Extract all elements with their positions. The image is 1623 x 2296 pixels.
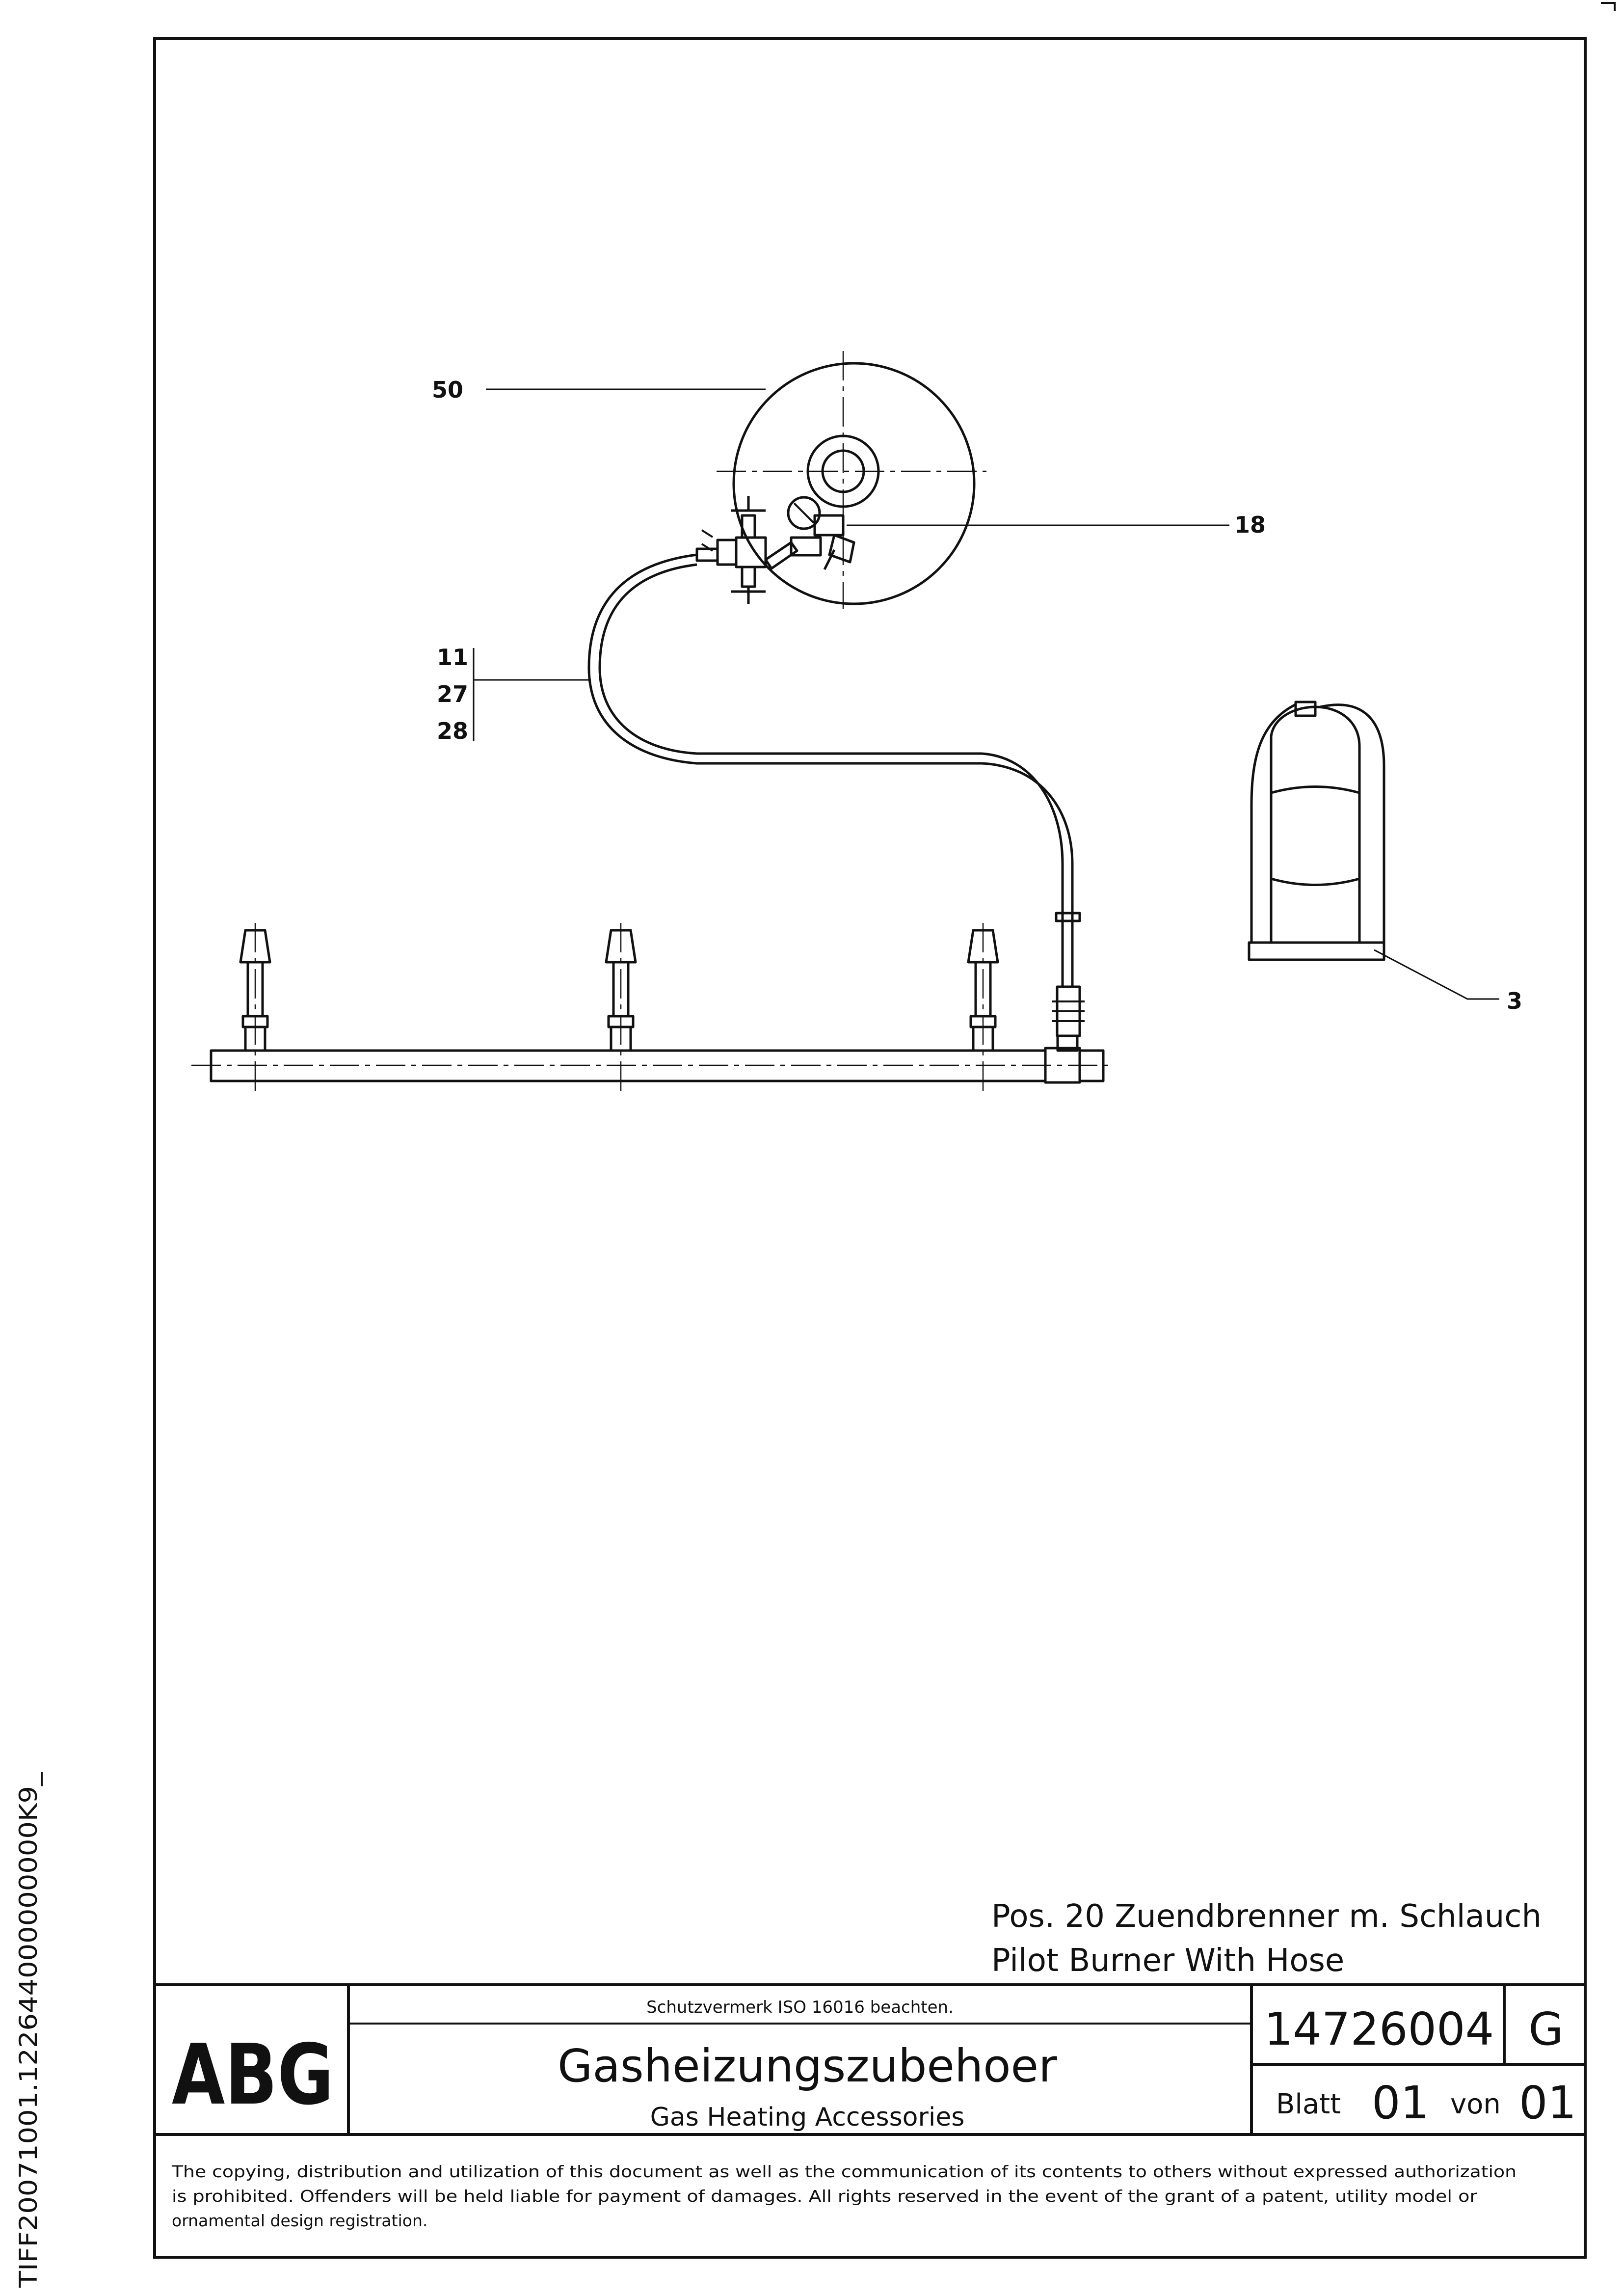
film-code: TIFF20071001.122644000000000K9_ [14,1772,43,2288]
callout-3: 3 [1507,988,1522,1014]
gas-bottle-assembly [695,351,986,609]
copyright-notice-line-1: The copying, distribution and utilizatio… [171,2162,1517,2181]
gas-cylinder-with-cover [1248,701,1385,961]
caption-line-german: Pos. 20 Zuendbrenner m. Schlauch [991,1898,1542,1935]
sheet-total: 01 [1519,2077,1576,2129]
of-label: von [1450,2088,1501,2120]
drawing-title-german: Gasheizungszubehoer [558,2040,1057,2092]
callout-11: 11 [437,644,468,671]
burner-rail [191,923,1114,1095]
sheet-number: 01 [1372,2077,1429,2129]
callout-27: 27 [437,681,468,707]
company-logo: ABG [172,2026,334,2124]
caption-line-english: Pilot Burner With Hose [991,1943,1344,1979]
drawing-number: 14726004 [1264,2003,1494,2055]
sheet-label: Blatt [1276,2088,1341,2120]
callout-18: 18 [1234,512,1266,538]
drawing-title-english: Gas Heating Accessories [650,2103,965,2132]
protection-note: Schutzvermerk ISO 16016 beachten. [646,1998,954,2017]
leader-3 [1374,949,1499,1000]
corner-mark [1601,2,1616,11]
callout-50: 50 [432,377,463,403]
title-block [155,1983,1585,2136]
pilot-burner-hose [587,553,1085,1037]
callout-28: 28 [437,718,468,744]
drawing-frame [153,37,1587,2259]
revision-letter: G [1528,2003,1563,2055]
copyright-notice-line-2: is prohibited. Offenders will be held li… [172,2187,1477,2206]
copyright-notice-line-3: ornamental design registration. [172,2211,427,2230]
